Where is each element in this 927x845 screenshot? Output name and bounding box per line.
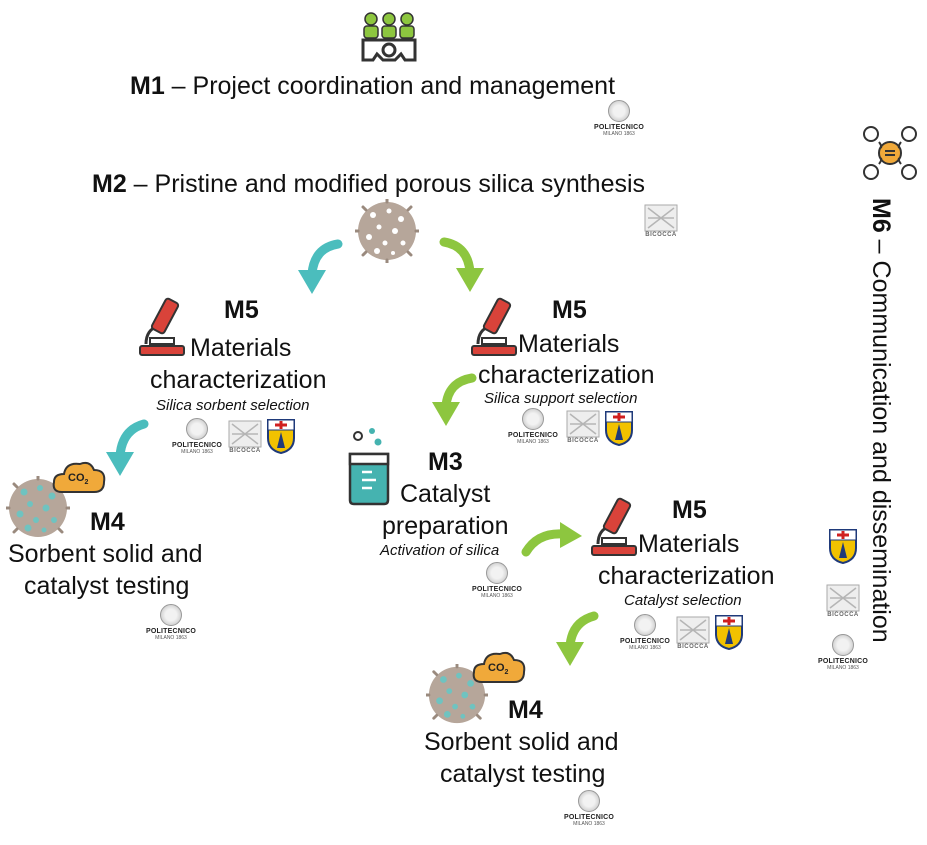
m5-right-line2: characterization bbox=[478, 361, 655, 389]
bicocca-logo: BICOCCA bbox=[228, 420, 262, 454]
bicocca-logo: BICOCCA bbox=[566, 410, 600, 444]
beaker-icon bbox=[348, 428, 390, 506]
m5-low-code: M5 bbox=[672, 496, 707, 524]
m5-right-line1: Materials bbox=[518, 330, 620, 358]
bicocca-logo: BICOCCA bbox=[644, 204, 678, 238]
collaboration-icon bbox=[863, 126, 917, 180]
team-gear-icon bbox=[361, 12, 417, 62]
m5-right-note: Silica support selection bbox=[484, 390, 638, 407]
m5-left-line2: characterization bbox=[150, 366, 327, 394]
m3-line1: Catalyst bbox=[400, 480, 491, 508]
green-arrow-to-m3 bbox=[432, 373, 477, 426]
silica-particle-icon bbox=[355, 199, 419, 263]
m3-note: Activation of silica bbox=[380, 542, 500, 559]
m2-title: M2 – Pristine and modified porous silica… bbox=[92, 170, 646, 198]
microscope-icon bbox=[471, 297, 517, 356]
m5-low-line1: Materials bbox=[638, 530, 740, 558]
m4-low-code: M4 bbox=[508, 696, 543, 724]
m5-low-line2: characterization bbox=[598, 562, 775, 590]
green-arrow-to-m4-low bbox=[556, 611, 599, 666]
m4-low-line1: Sorbent solid and bbox=[424, 728, 619, 756]
bicocca-logo: BICOCCA bbox=[676, 616, 710, 650]
microscope-icon bbox=[591, 497, 637, 556]
microscope-icon bbox=[139, 297, 185, 356]
silica-particle-icon bbox=[6, 476, 70, 537]
m5-left-code: M5 bbox=[224, 296, 259, 324]
m5-left-note: Silica sorbent selection bbox=[156, 397, 310, 414]
m4-left-line1: Sorbent solid and bbox=[8, 540, 203, 568]
co2-cloud-icon: CO2 bbox=[52, 458, 106, 498]
genova-shield-logo bbox=[715, 615, 743, 650]
m3-code: M3 bbox=[428, 448, 463, 476]
bicocca-logo: BICOCCA bbox=[826, 584, 860, 618]
teal-arrow-left bbox=[298, 239, 343, 294]
green-arrow-to-m5-low bbox=[521, 522, 582, 557]
m5-left-line1: Materials bbox=[190, 334, 292, 362]
genova-shield-logo bbox=[267, 419, 295, 454]
m4-left-code: M4 bbox=[90, 508, 125, 536]
silica-particle-icon bbox=[426, 664, 488, 724]
genova-shield-logo bbox=[605, 411, 633, 446]
m5-low-note: Catalyst selection bbox=[624, 592, 742, 609]
co2-cloud-icon: CO2 bbox=[472, 648, 526, 688]
m5-right-code: M5 bbox=[552, 296, 587, 324]
m1-title: M1 – Project coordination and management bbox=[130, 72, 616, 100]
m4-left-line2: catalyst testing bbox=[24, 572, 190, 600]
genova-shield-logo bbox=[829, 529, 857, 564]
teal-arrow-to-m4 bbox=[106, 419, 149, 476]
m6-title: M6 – Communication and dissemination bbox=[867, 198, 895, 643]
green-arrow-right bbox=[439, 237, 484, 292]
m3-line2: preparation bbox=[382, 512, 509, 540]
m4-low-line2: catalyst testing bbox=[440, 760, 606, 788]
